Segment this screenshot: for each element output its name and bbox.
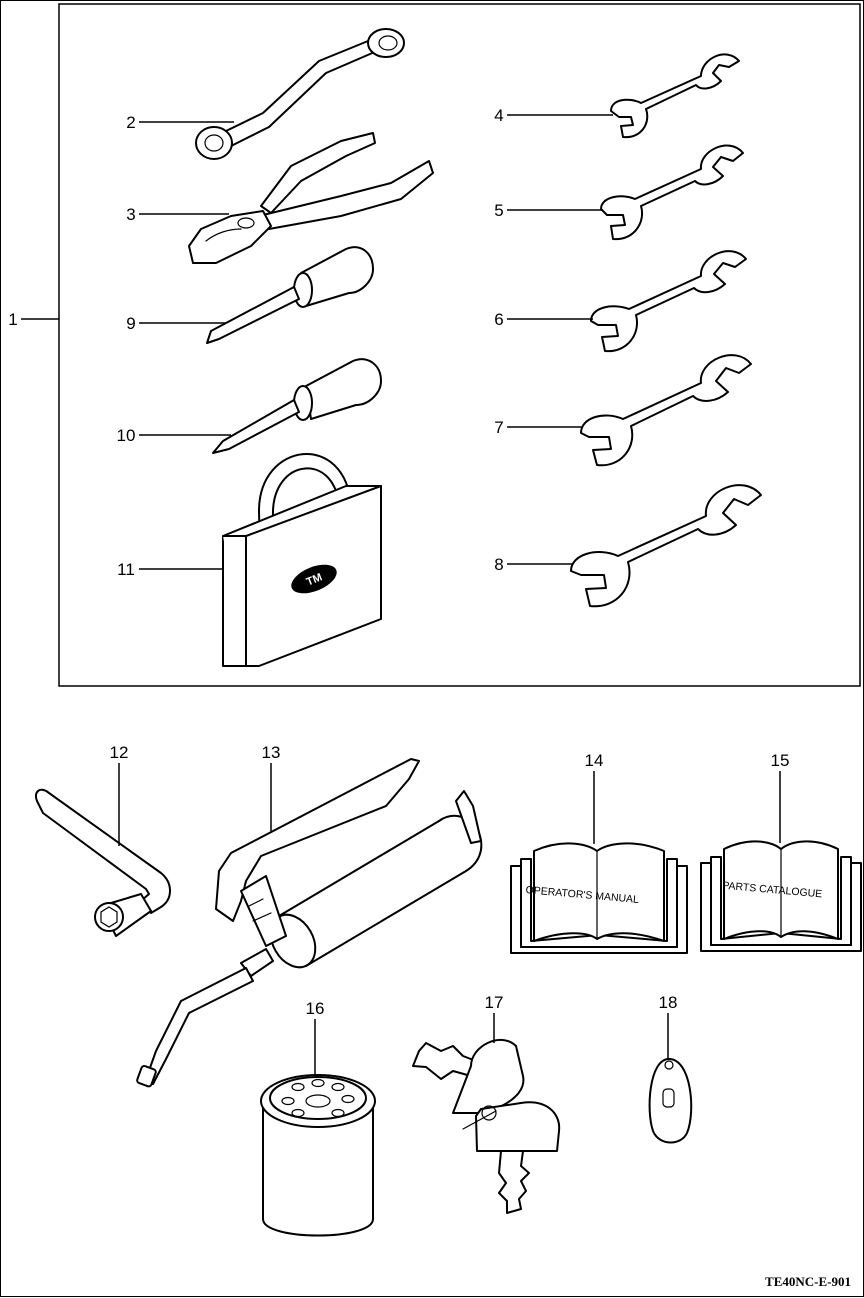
callout-11: 11: [117, 560, 135, 579]
callout-3: 3: [126, 205, 135, 224]
box-wrench: [195, 28, 405, 160]
callout-7: 7: [494, 418, 503, 437]
screwdriver-flat: [212, 358, 382, 454]
open-end-wrench-7: [580, 354, 752, 467]
callout-14: 14: [585, 751, 604, 770]
callout-4: 4: [494, 106, 503, 125]
open-end-wrench-8: [570, 484, 762, 608]
callout-labels: 1 2 3 4 5 6 7 8 9 10 11 12 13 14 15 16 1…: [8, 106, 789, 1018]
tool-bag: TM: [222, 453, 382, 667]
socket-wrench: [35, 788, 171, 937]
open-end-wrench-6: [590, 250, 747, 353]
open-end-wrench-4: [610, 53, 740, 139]
operators-manual: OPERATOR'S MANUAL: [510, 842, 688, 954]
callout-12: 12: [110, 743, 129, 762]
leader-lines: [21, 114, 781, 1078]
callout-10: 10: [117, 426, 136, 445]
pliers: [188, 132, 434, 264]
drawing-code: TE40NC-E-901: [765, 1274, 851, 1289]
callout-16: 16: [306, 999, 325, 1018]
callout-17: 17: [485, 993, 504, 1012]
open-end-wrench-5: [600, 144, 744, 241]
callout-9: 9: [126, 314, 135, 333]
callout-5: 5: [494, 201, 503, 220]
callout-6: 6: [494, 310, 503, 329]
tool-kit-frame: [58, 3, 861, 687]
screwdriver-phillips: [206, 246, 374, 344]
callout-8: 8: [494, 555, 503, 574]
key-tag: [648, 1058, 693, 1144]
callout-2: 2: [126, 113, 135, 132]
parts-catalogue: PARTS CATALOGUE: [700, 840, 862, 952]
callout-18: 18: [659, 993, 678, 1012]
grease-gun: [136, 758, 483, 1088]
oil-filter: [260, 1074, 376, 1237]
callout-15: 15: [771, 751, 790, 770]
ignition-keys: [412, 1039, 561, 1214]
callout-13: 13: [262, 743, 281, 762]
bag-logo: TM: [305, 571, 324, 588]
callout-1: 1: [8, 310, 17, 329]
